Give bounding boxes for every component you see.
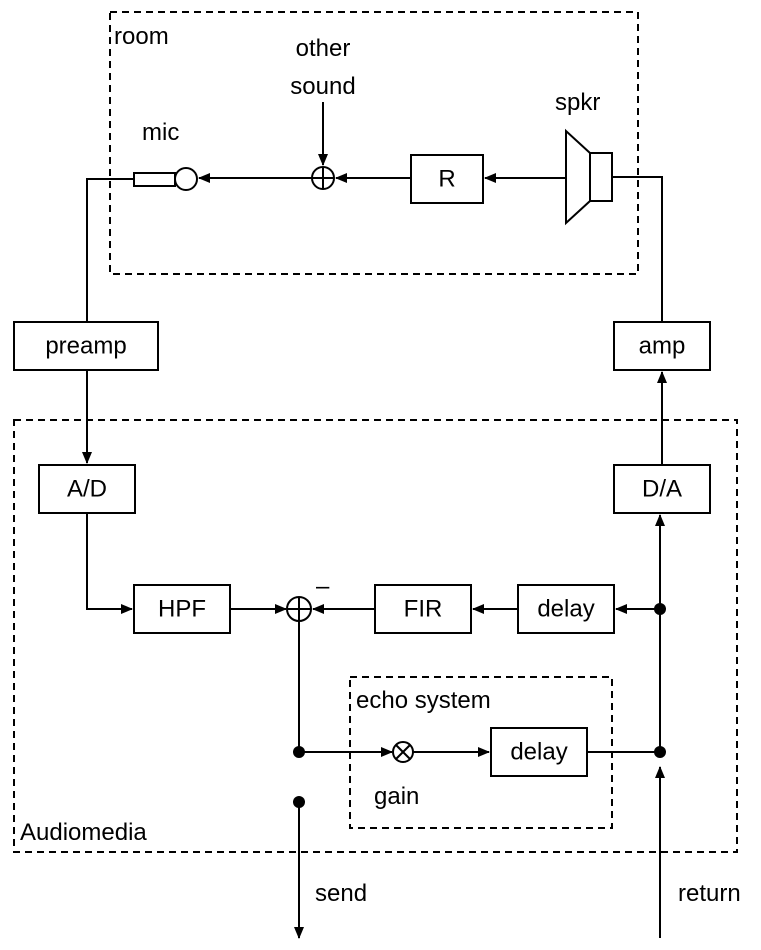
minus-sign: – <box>316 573 330 600</box>
room-response-block <box>410 154 484 204</box>
delay-echo-block <box>490 727 588 777</box>
hpf-label: HPF <box>158 596 206 623</box>
room-response-label: R <box>438 166 455 193</box>
room-region <box>109 11 639 275</box>
echo-system-label: echo system <box>356 687 491 714</box>
microphone-icon <box>133 167 198 191</box>
send-label: send <box>315 880 367 907</box>
speaker-icon <box>565 128 613 226</box>
delay-top-label: delay <box>537 596 594 623</box>
audiomedia-label: Audiomedia <box>20 819 147 846</box>
gain-label: gain <box>374 783 419 810</box>
ad-to-hpf-wire <box>86 513 133 614</box>
mic-to-preamp-wire <box>86 178 134 322</box>
room-summing-junction <box>311 166 335 190</box>
delay-top-block <box>517 584 615 634</box>
hpf-block <box>133 584 231 634</box>
mic-label: mic <box>142 119 179 146</box>
da-block <box>613 464 711 514</box>
bottom-return-node <box>654 746 666 758</box>
room-label: room <box>114 23 169 50</box>
audiomedia-region <box>13 419 738 853</box>
delay-echo-label: delay <box>510 739 567 766</box>
fir-label: FIR <box>404 596 443 623</box>
amp-label: amp <box>639 333 686 360</box>
other-sound-label-line2: sound <box>290 73 355 100</box>
return-label: return <box>678 880 741 907</box>
gain-multiplier-icon <box>392 741 414 763</box>
da-label: D/A <box>642 476 682 503</box>
preamp-label: preamp <box>45 333 126 360</box>
echo-cancel-summing-junction <box>286 596 312 622</box>
amp-block <box>613 321 711 371</box>
ad-label: A/D <box>67 476 107 503</box>
spkr-label: spkr <box>555 89 600 116</box>
preamp-block <box>13 321 159 371</box>
other-sound-label-line1: other <box>296 35 351 62</box>
amp-to-spkr-wire <box>612 176 663 322</box>
